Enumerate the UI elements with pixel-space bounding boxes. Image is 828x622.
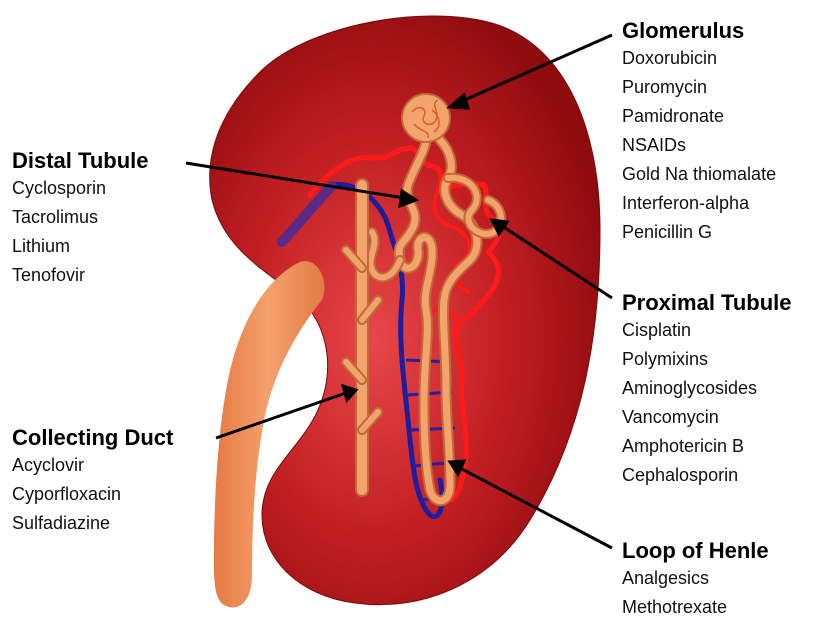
proximal-tubule-drug: Polymixins	[622, 345, 792, 374]
collecting-duct-label-group: Collecting Duct Acyclovir Cyporfloxacin …	[12, 425, 173, 538]
loop-of-henle-drug-list: Analgesics Methotrexate	[622, 564, 769, 622]
glomerulus-label-group: Glomerulus Doxorubicin Puromycin Pamidro…	[622, 18, 776, 247]
glomerulus-drug: Interferon-alpha	[622, 189, 776, 218]
loop-of-henle-label-group: Loop of Henle Analgesics Methotrexate	[622, 538, 769, 622]
glomerulus-capsule	[402, 94, 450, 142]
proximal-tubule-drug-list: Cisplatin Polymixins Aminoglycosides Van…	[622, 316, 792, 490]
glomerulus-drug: Doxorubicin	[622, 44, 776, 73]
proximal-tubule-drug: Amphotericin B	[622, 432, 792, 461]
collecting-duct-drug: Cyporfloxacin	[12, 480, 173, 509]
proximal-tubule-drug: Cisplatin	[622, 316, 792, 345]
glomerulus-title: Glomerulus	[622, 18, 776, 44]
proximal-tubule-drug: Cephalosporin	[622, 461, 792, 490]
glomerulus-drug: Puromycin	[622, 73, 776, 102]
proximal-tubule-title: Proximal Tubule	[622, 290, 792, 316]
collecting-duct-drug: Acyclovir	[12, 451, 173, 480]
distal-tubule-drug: Tenofovir	[12, 261, 149, 290]
glomerulus-drug: NSAIDs	[622, 131, 776, 160]
distal-tubule-drug-list: Cyclosporin Tacrolimus Lithium Tenofovir	[12, 174, 149, 290]
loop-of-henle-title: Loop of Henle	[622, 538, 769, 564]
collecting-duct-drug-list: Acyclovir Cyporfloxacin Sulfadiazine	[12, 451, 173, 538]
glomerulus-drug: Penicillin G	[622, 218, 776, 247]
loop-of-henle-drug: Methotrexate	[622, 593, 769, 622]
loop-of-henle-drug: Analgesics	[622, 564, 769, 593]
collecting-duct-title: Collecting Duct	[12, 425, 173, 451]
proximal-tubule-drug: Aminoglycosides	[622, 374, 792, 403]
distal-tubule-drug: Lithium	[12, 232, 149, 261]
glomerulus-drug: Gold Na thiomalate	[622, 160, 776, 189]
distal-tubule-label-group: Distal Tubule Cyclosporin Tacrolimus Lit…	[12, 148, 149, 290]
distal-tubule-title: Distal Tubule	[12, 148, 149, 174]
glomerulus-drug-list: Doxorubicin Puromycin Pamidronate NSAIDs…	[622, 44, 776, 247]
proximal-tubule-drug: Vancomycin	[622, 403, 792, 432]
proximal-tubule-label-group: Proximal Tubule Cisplatin Polymixins Ami…	[622, 290, 792, 490]
collecting-duct-drug: Sulfadiazine	[12, 509, 173, 538]
distal-tubule-drug: Tacrolimus	[12, 203, 149, 232]
glomerulus-drug: Pamidronate	[622, 102, 776, 131]
distal-tubule-drug: Cyclosporin	[12, 174, 149, 203]
